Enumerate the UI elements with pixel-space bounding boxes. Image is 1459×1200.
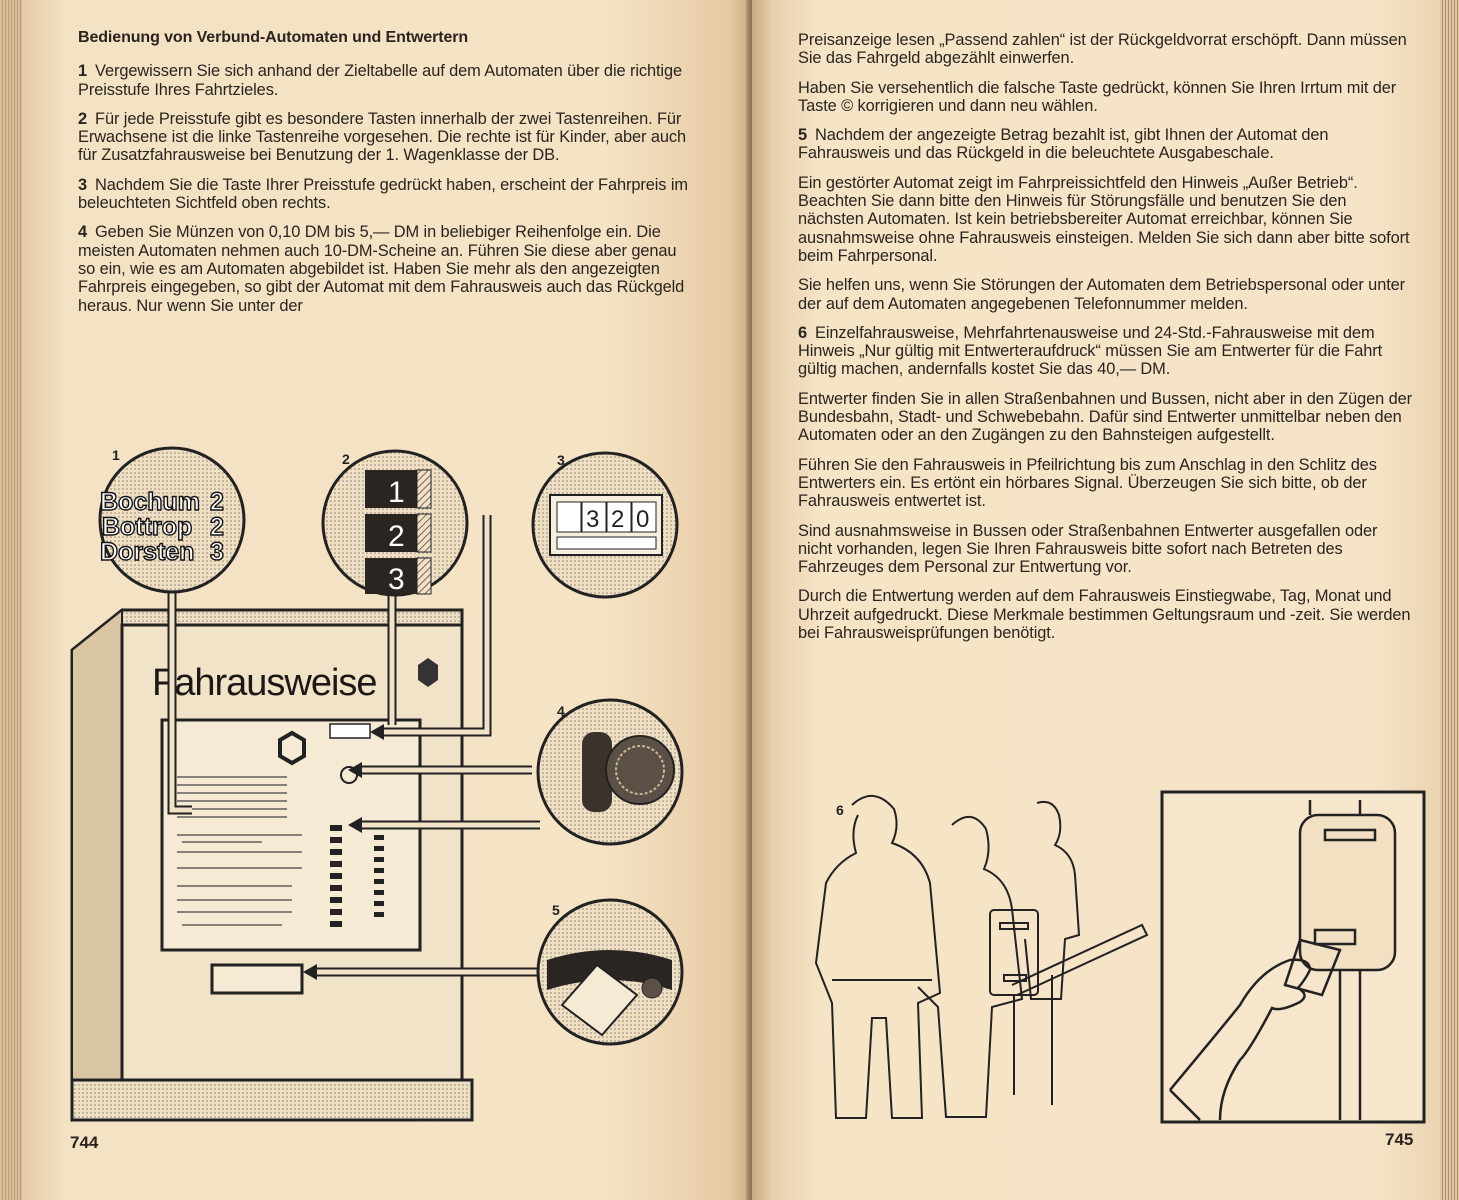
paragraph: Führen Sie den Fahrausweis in Pfeilricht… [798, 455, 1377, 511]
svg-text:4: 4 [557, 703, 565, 719]
svg-text:3: 3 [557, 452, 565, 468]
page-left: Bedienung von Verbund-Automaten und Entw… [22, 0, 750, 1200]
svg-text:2: 2 [210, 488, 224, 516]
svg-text:2: 2 [388, 520, 405, 553]
paragraph: Durch die Entwertung werden auf dem Fahr… [798, 587, 1411, 643]
svg-text:2: 2 [210, 513, 224, 541]
validator-people-illustration: 6 [814, 795, 1149, 1119]
ticket-machine-illustration: Fahrausweise [70, 446, 684, 1123]
svg-text:3: 3 [210, 538, 224, 566]
hand-validator-illustration [1160, 790, 1426, 1124]
paragraph: Ein gestörter Automat zeigt im Fahrpreis… [798, 173, 1410, 265]
page-number-left: 744 [70, 1133, 99, 1152]
page-edges-right [1440, 0, 1459, 1200]
svg-text:2: 2 [342, 451, 350, 467]
right-text-block: Preisanzeige lesen „Passend zahlen“ ist … [798, 31, 1413, 653]
svg-text:3: 3 [586, 506, 599, 533]
page-right: Preisanzeige lesen „Passend zahlen“ ist … [752, 0, 1442, 1200]
page-edges-left [0, 0, 24, 1200]
svg-text:3: 3 [388, 563, 405, 596]
svg-text:Dorsten: Dorsten [100, 538, 194, 566]
machine-title: Fahrausweise [152, 662, 377, 704]
svg-text:6: 6 [836, 802, 844, 818]
svg-text:2: 2 [611, 506, 624, 533]
paragraph: Haben Sie versehentlich die falsche Tast… [798, 78, 1397, 115]
book-gutter [746, 0, 756, 1200]
paragraph: Sie helfen uns, wenn Sie Störungen der A… [798, 276, 1406, 313]
svg-text:Bottrop: Bottrop [102, 513, 192, 541]
page-number-right: 745 [1385, 1130, 1414, 1149]
svg-text:5: 5 [552, 902, 560, 918]
svg-text:0: 0 [636, 506, 649, 533]
paragraph: Preisanzeige lesen „Passend zahlen“ ist … [798, 31, 1407, 68]
paragraph: Sind ausnahmsweise in Bussen oder Straße… [798, 521, 1378, 577]
svg-text:1: 1 [388, 476, 405, 509]
section-heading: Bedienung von Verbund-Automaten und Entw… [78, 29, 469, 46]
paragraph: Entwerter finden Sie in allen Straßenbah… [798, 389, 1413, 445]
svg-text:Bochum: Bochum [100, 488, 200, 516]
svg-text:1: 1 [112, 447, 120, 463]
left-text-block: Bedienung von Verbund-Automaten und Entw… [78, 29, 693, 326]
